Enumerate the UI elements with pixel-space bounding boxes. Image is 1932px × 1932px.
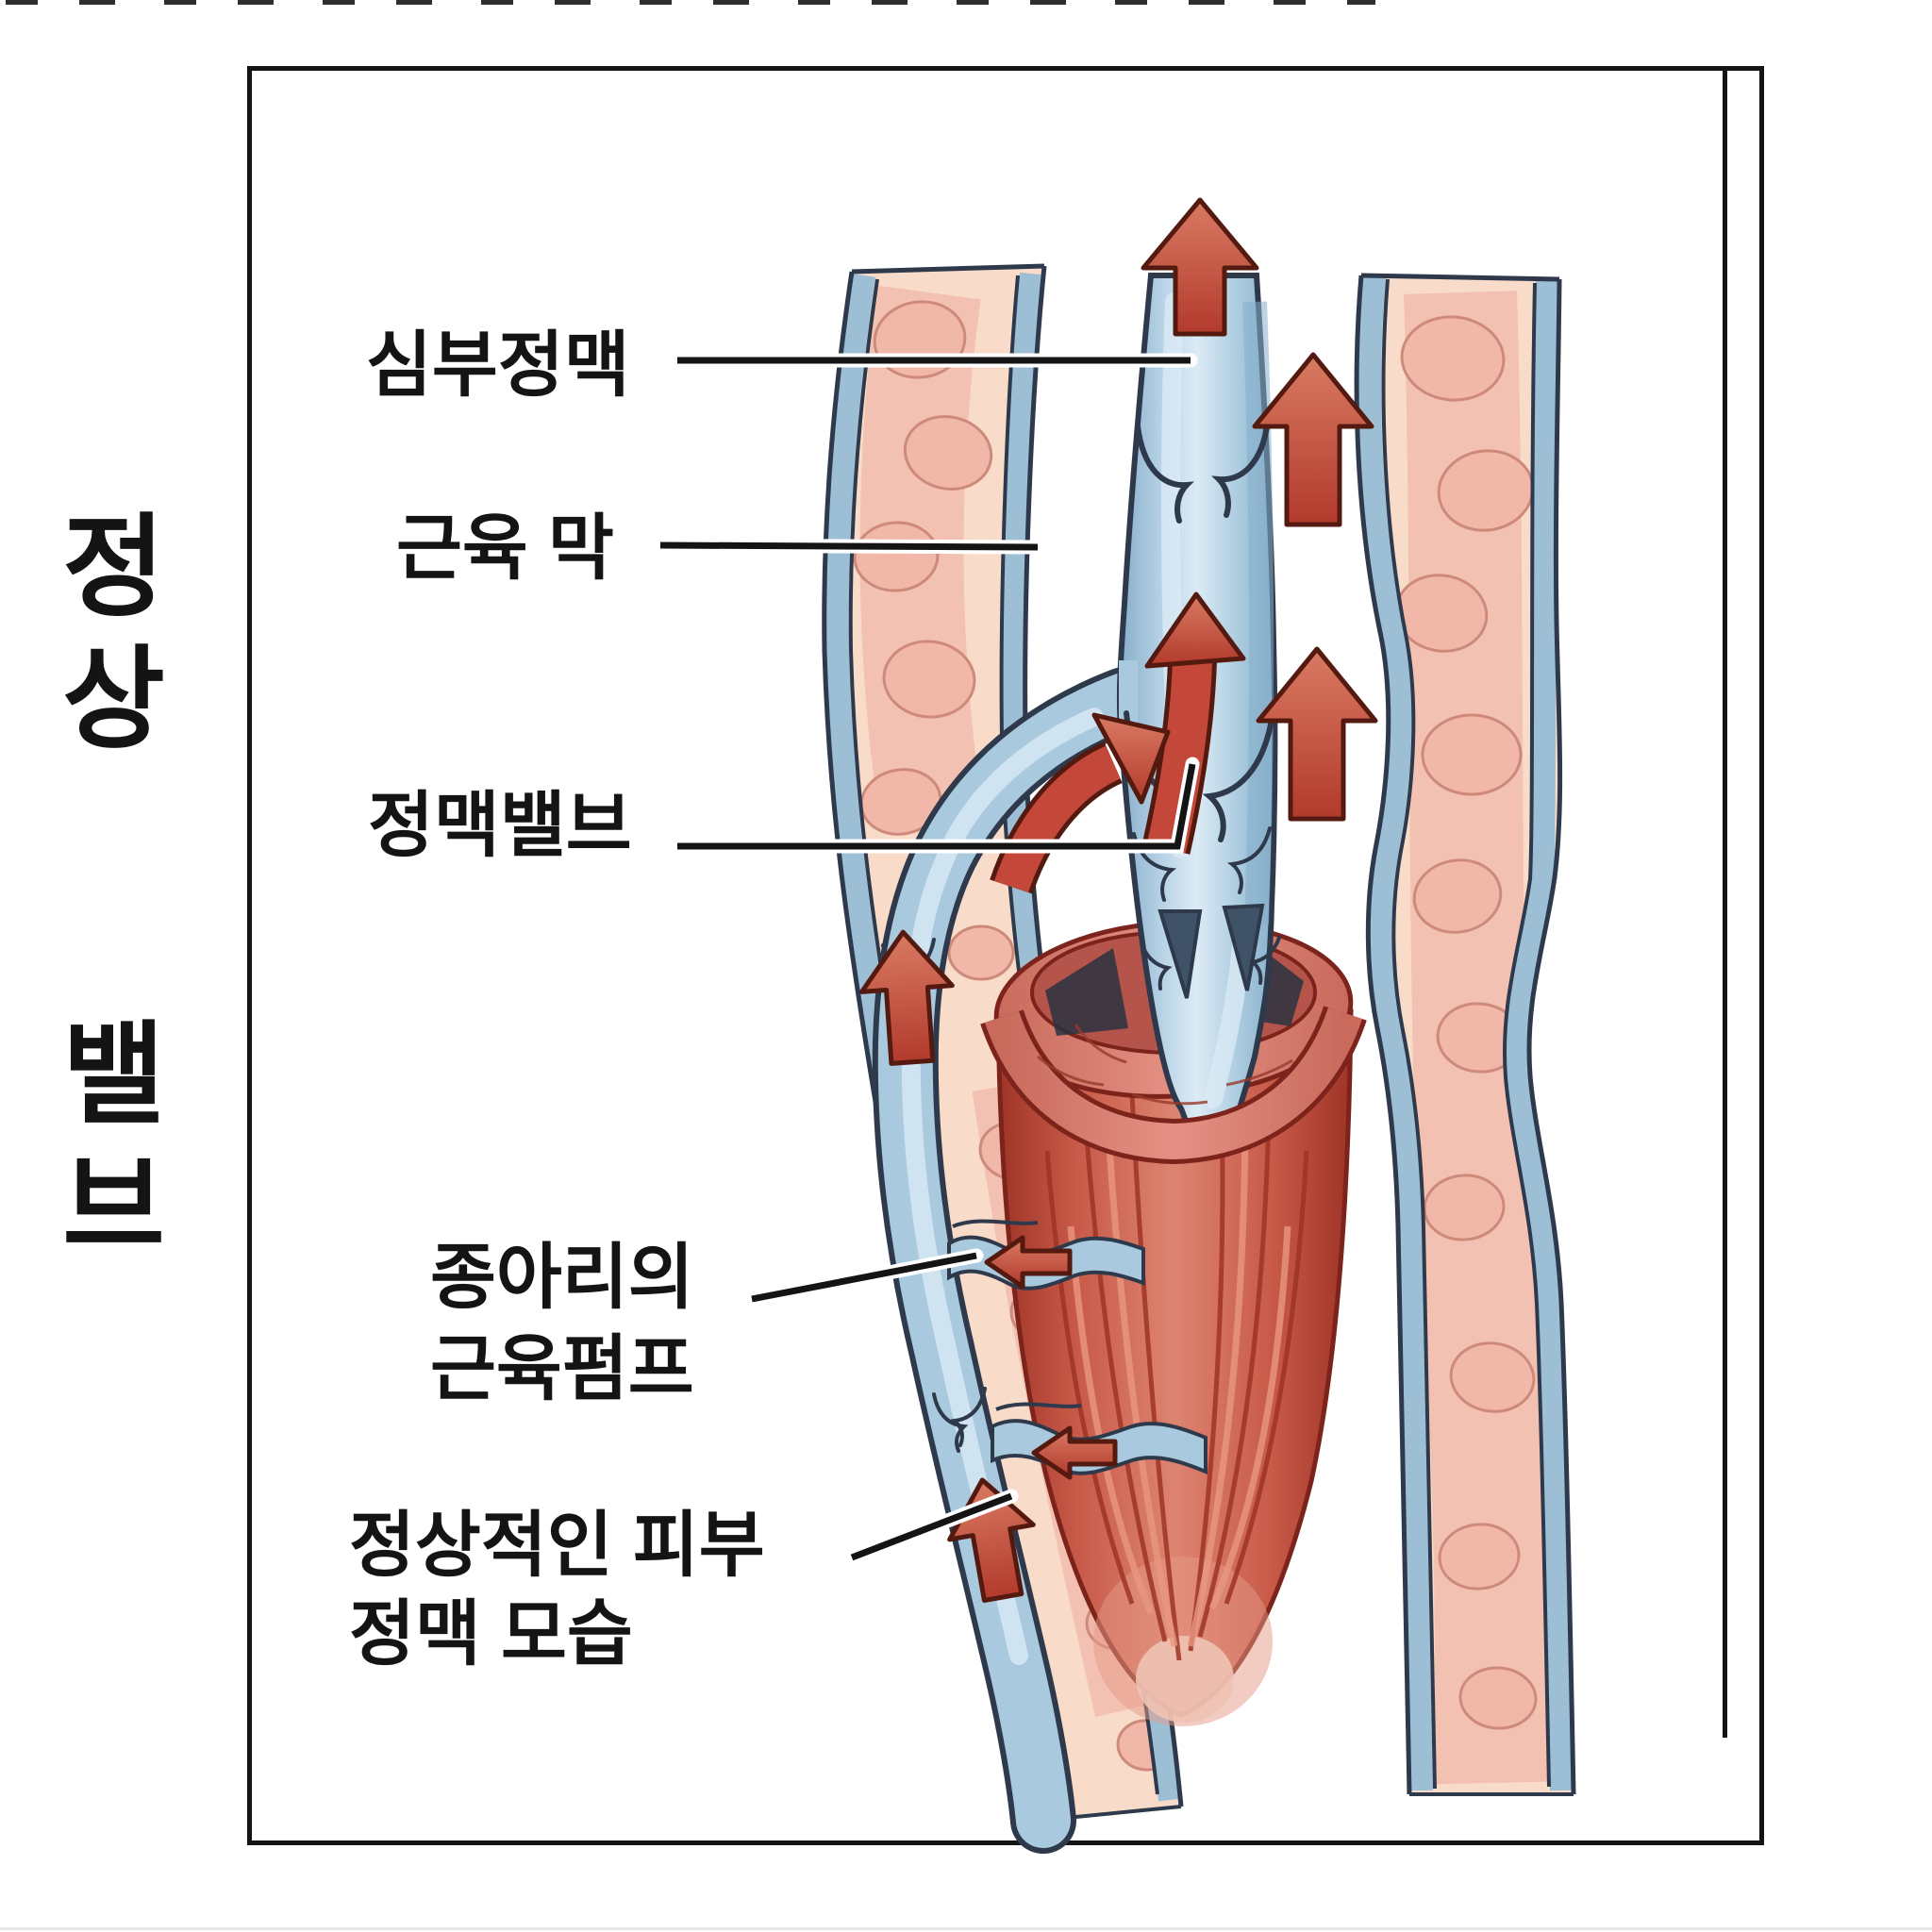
figure-frame [247, 66, 1764, 1845]
flow-arrows [859, 197, 1378, 1604]
flow-up-arrow-icon [1256, 646, 1378, 822]
flow-left-arrow-icon [984, 1235, 1073, 1290]
label-calf-muscle-pump: 종아리의 근육펌프 [430, 1232, 694, 1416]
label-deep-vein: 심부정맥 [366, 325, 630, 406]
muscle-rim-front [980, 1005, 1367, 1165]
leader-line-venous-valve [677, 763, 1196, 850]
deep-vein-valve-upper-icon [1135, 418, 1271, 524]
leader-line-calf-pump [751, 1252, 977, 1303]
muscle-entrance-valve-icon [1132, 826, 1281, 999]
cropped-text-artifact [6, 0, 1375, 5]
leader-line-skin-vein [850, 1492, 1013, 1561]
flow-up-arrow-icon [859, 929, 955, 1066]
leader-line-muscle-fascia [659, 541, 1039, 551]
flow-up-arrow-icon [1141, 197, 1259, 337]
label-muscle-fascia: 근육 막 [396, 508, 614, 589]
label-normal-skin-vein-line1: 정상적인 피부 [349, 1506, 765, 1586]
right-fascia-band [1354, 273, 1576, 1796]
frame-inner-line [1723, 66, 1727, 1738]
flow-curved-arrow-icon [1141, 591, 1246, 855]
label-calf-muscle-pump-line2: 근육펌프 [430, 1329, 694, 1410]
flow-left-arrow-icon [1031, 1425, 1118, 1480]
label-normal-skin-vein-line2: 정맥 모습 [349, 1594, 633, 1675]
figure-title: 정상 밸브 [41, 508, 165, 1279]
flow-up-arrow-icon [1252, 352, 1374, 527]
label-normal-skin-vein: 정상적인 피부 정맥 모습 [349, 1502, 765, 1679]
page-bottom-edge [0, 1927, 1932, 1930]
label-venous-valve: 정맥밸브 [368, 786, 632, 866]
label-calf-muscle-pump-line1: 종아리의 [430, 1238, 694, 1318]
calf-muscle [995, 1008, 1354, 1726]
flow-curved-arrow-icon [990, 712, 1171, 894]
superficial-vein [872, 667, 1158, 1854]
leader-lines [653, 353, 1200, 1565]
